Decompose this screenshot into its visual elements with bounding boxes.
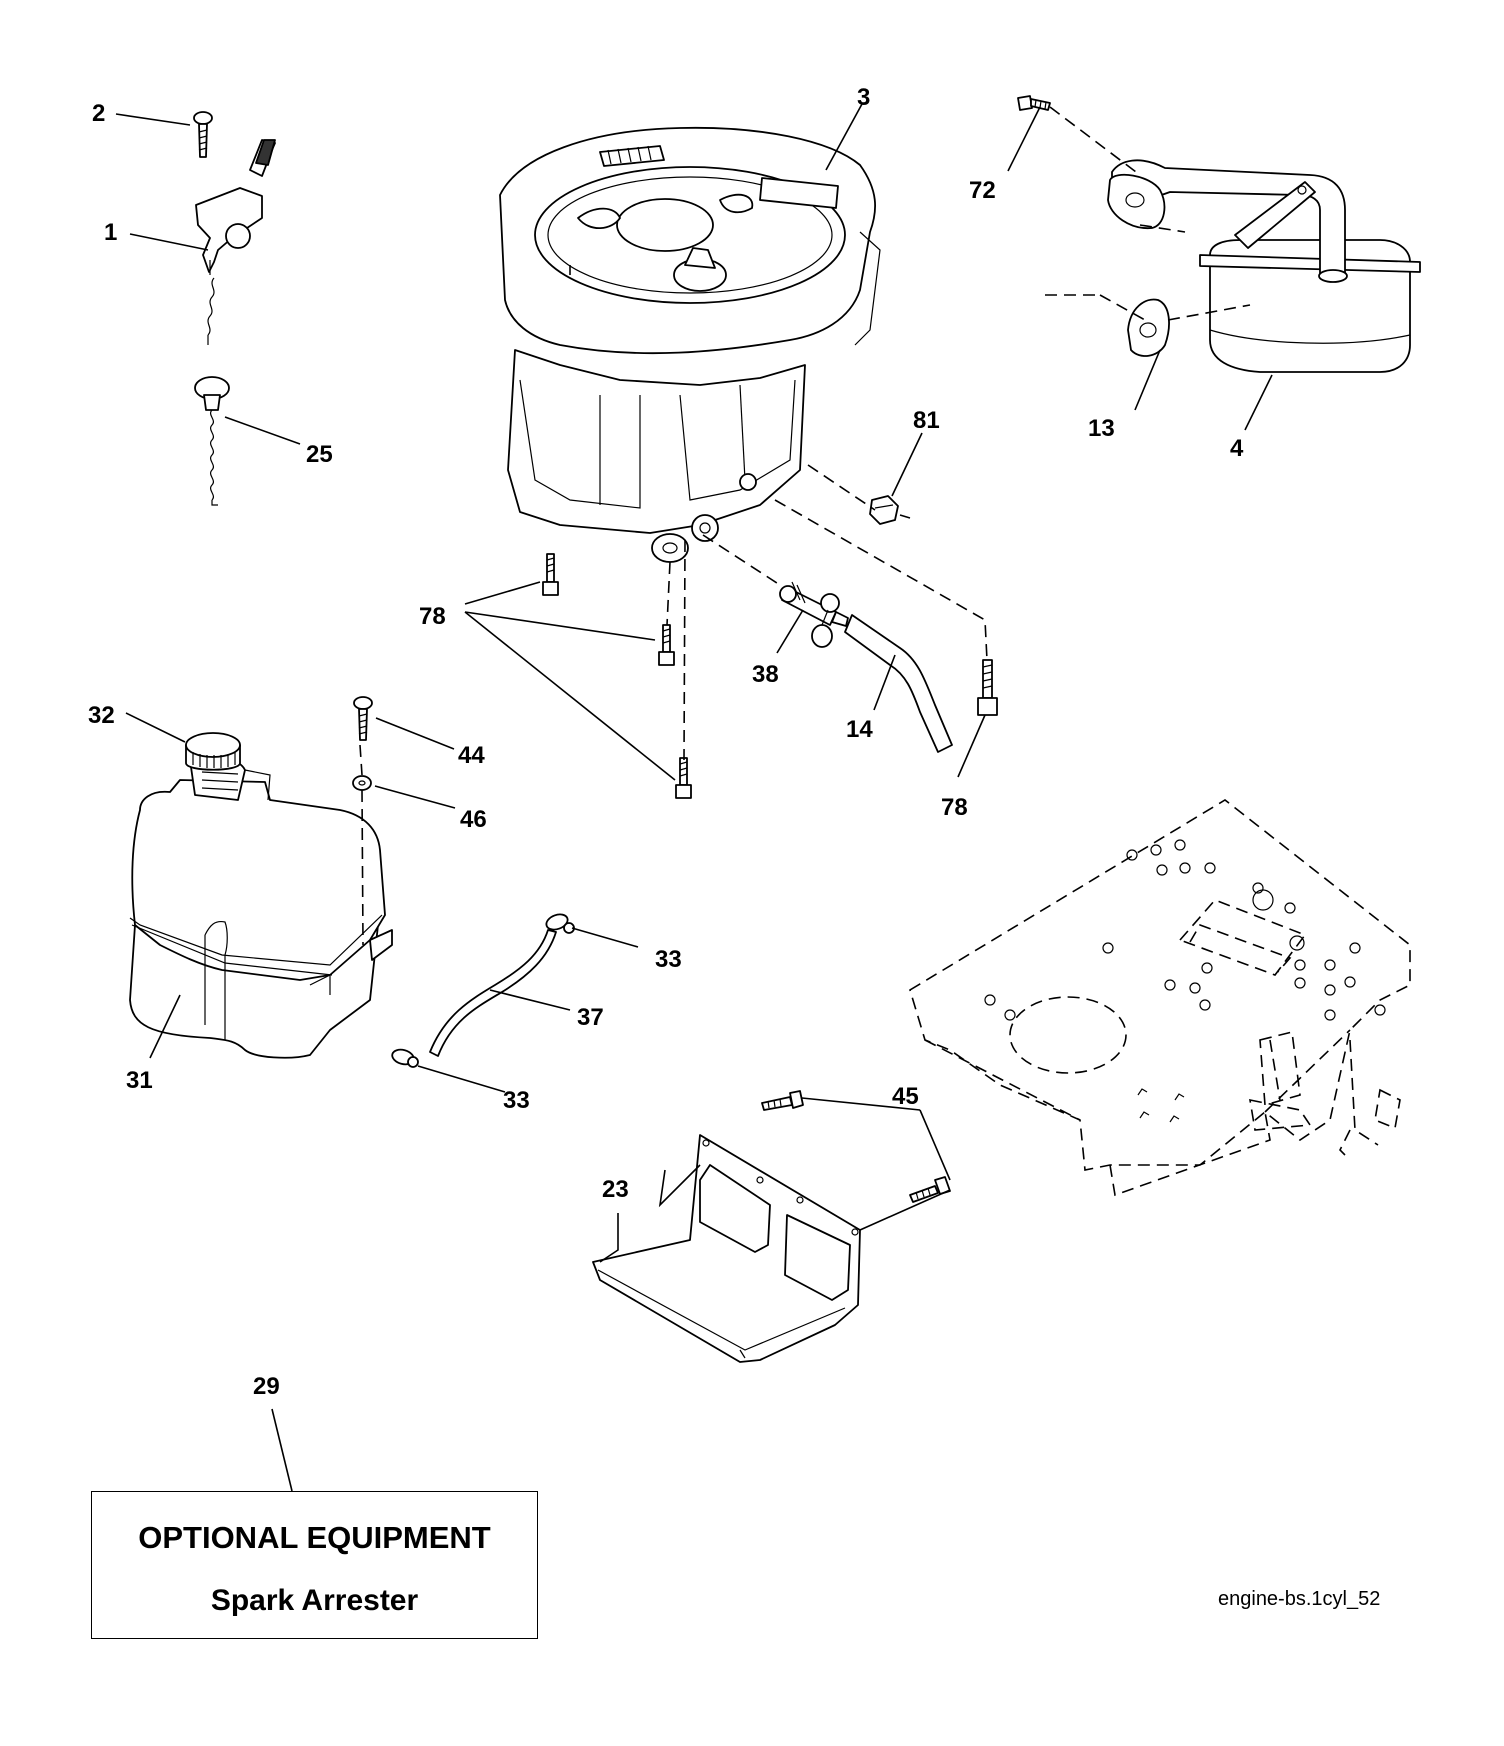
assembly-lines [359,106,1251,946]
engine-bolt-3 [675,757,692,799]
callout-37: 37 [577,1004,604,1031]
optional-equipment-title: OPTIONAL EQUIPMENT [138,1520,491,1555]
tank-screw [353,696,373,741]
diagram-code: engine-bs.1cyl_52 [1218,1588,1381,1610]
engine [499,126,881,563]
engine-bolt-2 [658,624,675,666]
shield-bolt-top [761,1090,804,1111]
callout-1: 1 [104,219,117,246]
spark-arrester-label: Spark Arrester [210,1584,419,1617]
callout-44: 44 [458,742,485,769]
fuel-tank [129,754,393,1059]
throttle-control [195,139,276,345]
exhaust-gasket [1127,298,1170,357]
fuel-line [429,929,557,1057]
washer [352,775,372,791]
callout-33-bottom: 33 [503,1087,530,1114]
choke-knob [194,376,230,506]
callout-31: 31 [126,1067,153,1094]
mower-frame [909,799,1411,1197]
heat-shield [592,1134,861,1363]
callout-13: 13 [1088,415,1115,442]
callout-3: 3 [857,84,870,111]
hose-clamp-bottom [391,1048,419,1068]
callout-46: 46 [460,806,487,833]
engine-bolt-4 [977,659,998,716]
callout-2: 2 [92,100,105,127]
callout-72: 72 [969,177,996,204]
callout-25: 25 [306,441,333,468]
fuel-shutoff-valve [779,581,849,648]
callout-38: 38 [752,661,779,688]
fuel-cap [185,732,241,771]
muffler [1107,159,1421,373]
hex-nut [869,495,899,525]
callout-32: 32 [88,702,115,729]
optional-equipment-box: OPTIONAL EQUIPMENT Spark Arrester [91,1491,538,1639]
shield-bolt-bottom [909,1176,951,1203]
callout-45: 45 [892,1083,919,1110]
callouts: 2 1 3 72 13 4 81 25 78 38 14 78 32 44 46… [88,84,1244,1400]
fuel-hose [844,614,953,753]
engine-bolt-1 [542,553,559,596]
callout-78-left: 78 [419,603,446,630]
callout-78-right: 78 [941,794,968,821]
callout-4: 4 [1230,435,1244,462]
callout-33-top: 33 [655,946,682,973]
callout-81: 81 [913,407,940,434]
leader-lines [115,103,1273,1492]
callout-29: 29 [253,1373,280,1400]
callout-23: 23 [602,1176,629,1203]
muffler-bolt [1017,95,1051,111]
callout-14: 14 [846,716,873,743]
hose-clamp-top [545,913,575,934]
throttle-screw [193,111,213,158]
